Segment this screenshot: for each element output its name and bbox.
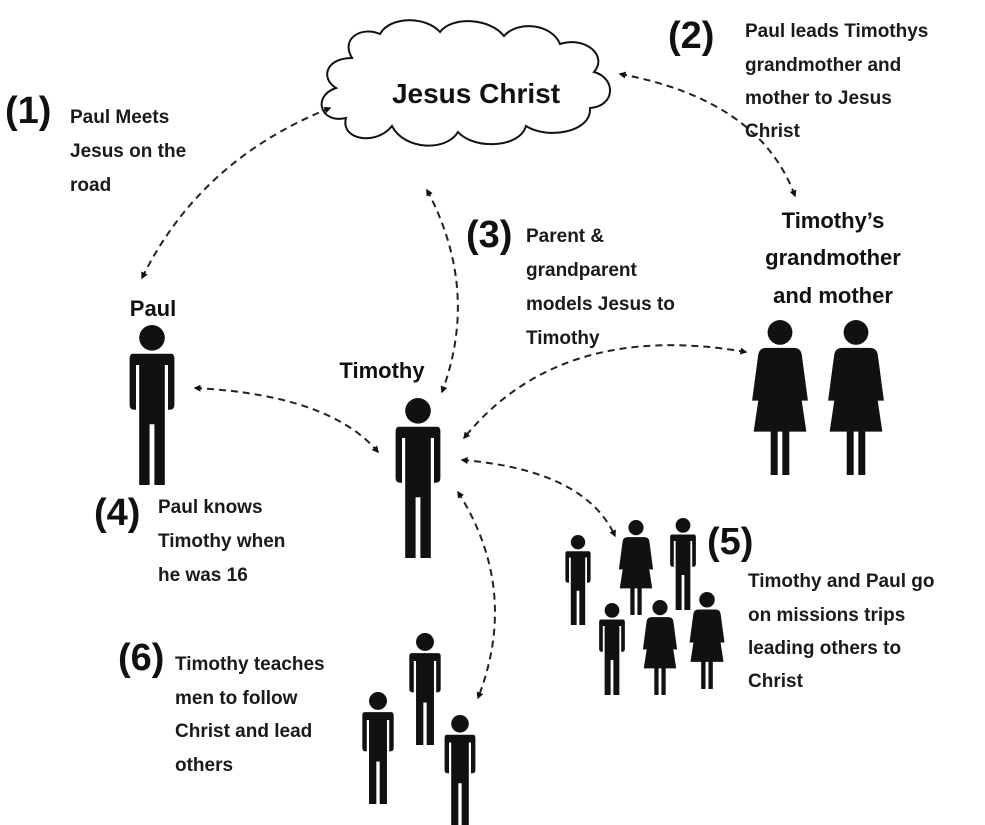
step-1: (1) Paul Meets Jesus on the road <box>5 90 186 196</box>
step-line: Christ <box>748 671 804 692</box>
step-number: (4) <box>94 492 140 534</box>
step-line: Parent & <box>526 226 604 247</box>
mission-person-6 <box>689 592 725 689</box>
step-line: grandmother and <box>745 55 901 76</box>
step-line: Timothy <box>526 328 600 349</box>
arrow-timothy-group <box>460 456 616 538</box>
step-line: others <box>175 755 233 776</box>
mother-figure <box>828 320 884 475</box>
mission-person-2 <box>618 520 654 615</box>
relationship-arrows <box>141 71 797 700</box>
family-label-line-3: and mother <box>773 283 893 308</box>
mission-person-5 <box>642 600 678 695</box>
mission-person-4 <box>599 603 625 695</box>
timothy-figure <box>395 398 441 558</box>
step-line: he was 16 <box>158 565 248 586</box>
step-line: leading others to <box>748 638 901 659</box>
timothy-label: Timothy <box>339 358 425 383</box>
arrow-family-timothy <box>463 344 748 440</box>
step-4: (4) Paul knows Timothy when he was 16 <box>94 492 285 586</box>
step-line: mother to Jesus <box>745 88 892 109</box>
step-number: (1) <box>5 90 51 132</box>
paul-label: Paul <box>130 296 176 321</box>
step-line: grandparent <box>526 260 638 281</box>
arrow-timothy-men <box>457 490 496 700</box>
step-6: (6) Timothy teaches men to follow Christ… <box>118 637 325 776</box>
arrow-jesus-family <box>618 71 797 198</box>
step-line: Jesus on the <box>70 141 186 162</box>
step-line: Paul Meets <box>70 107 169 128</box>
step-line: Christ and lead <box>175 721 312 742</box>
step-number: (3) <box>466 214 512 256</box>
disciple-man-2 <box>362 692 394 804</box>
arrow-paul-timothy <box>193 384 379 454</box>
jesus-christ-label: Jesus Christ <box>392 78 560 109</box>
jesus-christ-cloud: Jesus Christ <box>320 19 611 147</box>
family-label-line-2: grandmother <box>765 245 901 270</box>
disciple-man-3 <box>444 715 476 825</box>
family-label-line-1: Timothy’s <box>782 208 885 233</box>
arrow-jesus-timothy <box>426 188 459 394</box>
step-5: (5) Timothy and Paul go on missions trip… <box>707 521 935 692</box>
step-line: models Jesus to <box>526 294 675 315</box>
step-line: men to follow <box>175 688 298 709</box>
step-line: Paul leads Timothys <box>745 21 928 42</box>
step-number: (5) <box>707 521 753 563</box>
step-line: road <box>70 175 111 196</box>
step-line: Timothy teaches <box>175 654 325 675</box>
step-line: Paul knows <box>158 497 263 518</box>
step-line: Timothy and Paul go <box>748 571 935 592</box>
grandmother-figure <box>752 320 808 475</box>
mission-person-1 <box>565 535 591 625</box>
step-line: Christ <box>745 121 801 142</box>
paul-figure <box>129 325 175 485</box>
step-2: (2) Paul leads Timothys grandmother and … <box>668 15 928 142</box>
disciple-man-1 <box>409 633 441 745</box>
arrow-jesus-paul <box>141 106 332 280</box>
step-line: on missions trips <box>748 605 905 626</box>
step-number: (6) <box>118 637 164 679</box>
step-number: (2) <box>668 15 714 57</box>
step-line: Timothy when <box>158 531 285 552</box>
step-3: (3) Parent & grandparent models Jesus to… <box>466 214 675 349</box>
mission-person-3 <box>670 518 696 610</box>
